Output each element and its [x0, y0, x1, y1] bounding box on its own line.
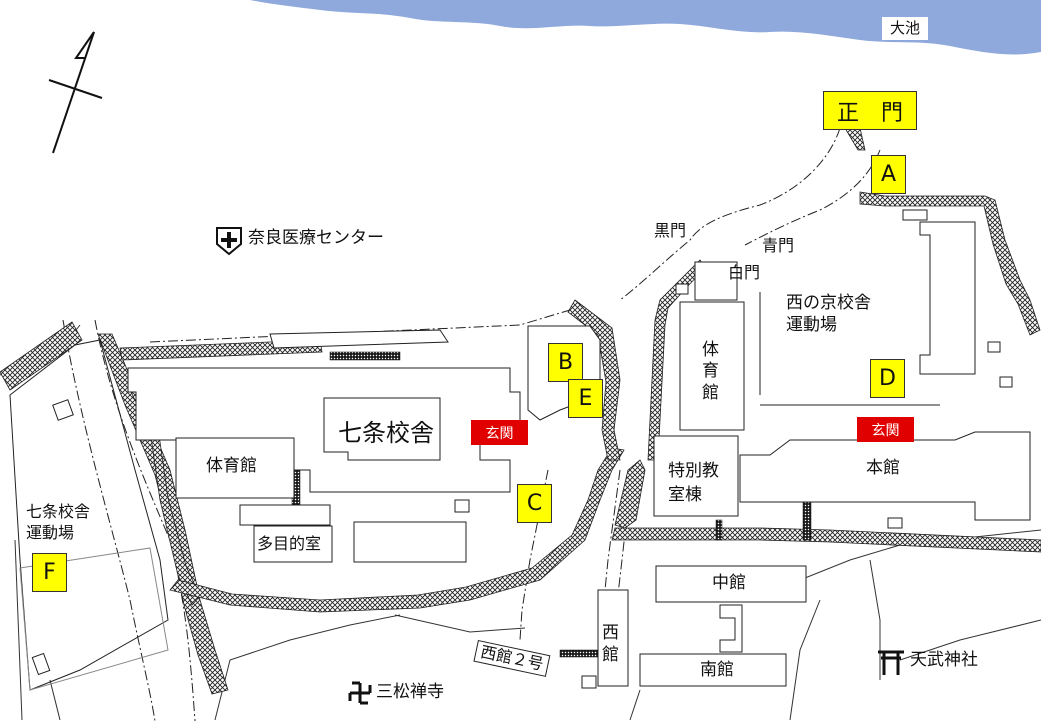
- white-gate-label: 白門: [728, 263, 761, 282]
- nishinokyo-campus-label: 西の京校舎 運動場: [786, 293, 871, 336]
- special-classroom-label-2: 室棟: [668, 485, 702, 505]
- black-gate-label: 黒門: [654, 221, 687, 240]
- gym-right-label: 体 育 館: [702, 340, 719, 403]
- hospital-cross-icon: [216, 227, 242, 256]
- manji-temple-icon: [348, 681, 372, 705]
- main-gate-label[interactable]: 正 門: [823, 91, 917, 130]
- field-left-label: 七条校舎 運動場: [26, 502, 91, 542]
- building-outlines: [127, 221, 1031, 687]
- small-structures: [31, 209, 1013, 689]
- field-left-track: [19, 547, 169, 691]
- pond: [250, 0, 1041, 55]
- marker-b[interactable]: B: [548, 343, 583, 382]
- pond-label: 大池: [882, 17, 929, 41]
- south-building-label: 南館: [700, 660, 734, 680]
- marker-c[interactable]: C: [517, 484, 552, 523]
- middle-building-label: 中館: [712, 573, 746, 593]
- torii-icon: [878, 650, 904, 675]
- hatched-walls: [0, 127, 1041, 695]
- north-arrow-icon: [48, 31, 103, 154]
- multipurpose-room-label: 多目的室: [257, 534, 322, 553]
- marker-e[interactable]: E: [568, 379, 603, 418]
- blue-gate-label: 青門: [762, 236, 795, 255]
- marker-a[interactable]: A: [871, 155, 906, 194]
- marker-d[interactable]: D: [870, 359, 905, 398]
- temple-label: 三松禅寺: [376, 682, 444, 702]
- marker-f[interactable]: F: [32, 553, 67, 592]
- shichijo-building-label: 七条校舎: [338, 419, 434, 447]
- west-building-label: 西 館: [602, 623, 619, 666]
- gym-left-label: 体育館: [206, 456, 257, 476]
- shrine-label: 天武神社: [910, 650, 978, 670]
- hospital-label: 奈良医療センター: [248, 228, 384, 248]
- main-building-label: 本館: [866, 458, 900, 478]
- special-classroom-label-1: 特別教: [668, 461, 719, 481]
- entrance-left[interactable]: 玄関: [471, 420, 528, 445]
- entrance-right[interactable]: 玄関: [857, 417, 914, 442]
